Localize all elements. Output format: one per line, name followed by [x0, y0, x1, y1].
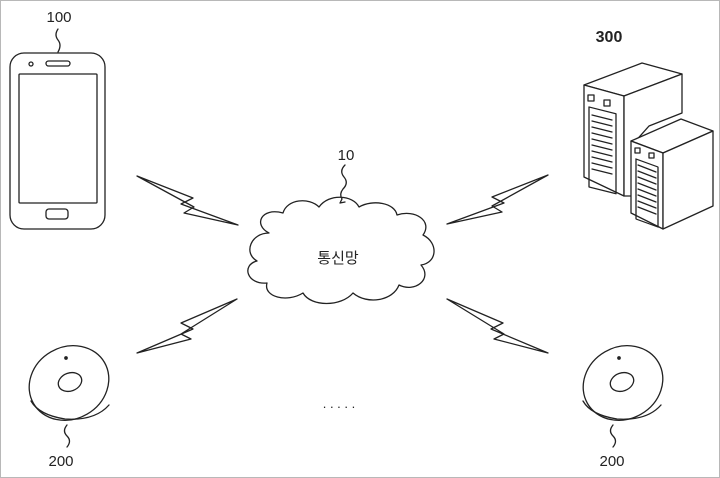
device-left-reference-number: 200	[48, 453, 73, 470]
lightning-bolt-icon	[446, 298, 549, 354]
lightning-bolt-icon	[446, 174, 549, 225]
disc-device-icon	[582, 345, 664, 421]
lightning-bolt-icon	[136, 175, 239, 226]
ellipsis-more-devices: . . . . .	[323, 396, 356, 411]
network-leader-line	[339, 164, 347, 204]
phone-reference-number: 100	[46, 9, 71, 26]
device-left-leader-line	[63, 424, 71, 448]
network-name-label: 통신망	[317, 250, 359, 267]
cloud-icon	[247, 196, 435, 305]
disc-device-icon	[28, 345, 110, 421]
lightning-bolt-icon	[136, 298, 238, 354]
phone-leader-line	[55, 28, 61, 53]
smartphone-icon	[9, 52, 106, 230]
device-right-leader-line	[609, 424, 617, 448]
server-rack-icon	[583, 62, 714, 230]
network-reference-number: 10	[338, 147, 355, 164]
device-right-reference-number: 200	[599, 453, 624, 470]
server-reference-number: 300	[596, 29, 623, 46]
